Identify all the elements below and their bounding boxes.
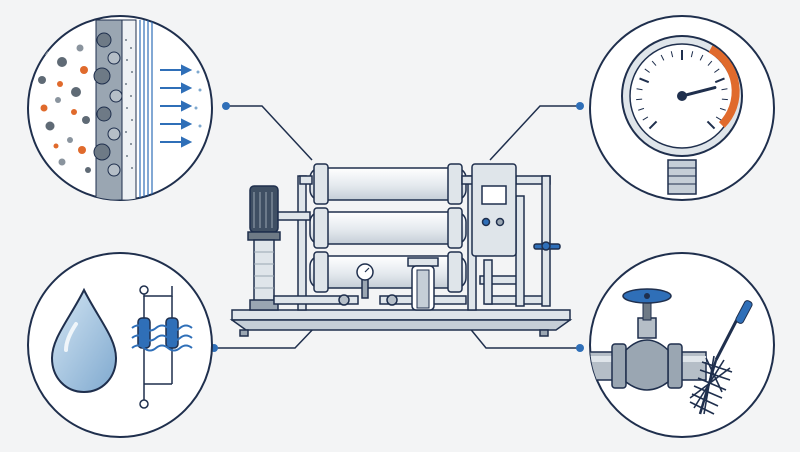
base-frame — [231, 309, 571, 321]
control-panel — [471, 163, 517, 257]
indicator-light-blue — [481, 217, 491, 227]
gauge-tick — [714, 68, 720, 73]
flow-arrows — [160, 64, 193, 148]
cartridge-filter — [407, 257, 439, 311]
wave-lines — [131, 324, 193, 352]
flange-right — [667, 343, 683, 389]
gauge-needle — [680, 86, 717, 98]
gauge-red-zone — [708, 45, 740, 128]
gauge-tick — [706, 120, 716, 130]
membrane-sheets — [139, 20, 153, 200]
membrane-filtration-icon — [27, 15, 213, 201]
water-drop-icon — [50, 287, 118, 394]
water-conductivity-icon — [27, 252, 213, 438]
high-pressure-pump — [247, 185, 281, 311]
valve-and-brush-maintenance-icon — [589, 252, 775, 438]
gauge-tick — [699, 54, 704, 61]
connector-bottom-left — [214, 325, 317, 349]
connector-top-left — [226, 105, 313, 161]
gauge-stem — [667, 159, 697, 195]
pipe-brush-icon — [689, 300, 753, 415]
gauge-tick — [639, 77, 650, 84]
conductivity-sensor-icon — [137, 285, 179, 409]
membrane-housing-3 — [309, 255, 467, 289]
gauge-tick — [648, 120, 658, 130]
reverse-osmosis-system — [229, 163, 573, 337]
gauge-tick — [642, 116, 649, 121]
connector-top-right — [489, 105, 580, 161]
flange-left — [611, 343, 627, 389]
membrane-housing-2 — [309, 211, 467, 245]
gauge-tick — [651, 60, 657, 66]
gauge-tick — [721, 88, 728, 91]
gauge-hub — [677, 91, 687, 101]
gauge-tick — [715, 116, 722, 121]
connector-dot-top-right — [576, 102, 584, 110]
gauge-tick — [719, 107, 726, 111]
control-display — [481, 185, 507, 205]
inline-pressure-gauge — [356, 263, 374, 299]
gauge-tick — [660, 54, 665, 61]
sediment-layer — [93, 19, 123, 200]
valve-body — [625, 339, 669, 391]
connector-dot-top-left — [222, 102, 230, 110]
gauge-tick — [707, 60, 713, 66]
gauge-ticks — [636, 50, 728, 130]
indicator-light-grey — [495, 217, 505, 227]
gauge-tick — [690, 51, 694, 58]
connector-lines — [214, 105, 580, 349]
gauge-tick — [714, 77, 725, 84]
gauge-tick — [636, 88, 643, 91]
gauge-tick — [644, 68, 650, 73]
fine-filter-layer — [121, 19, 137, 200]
membrane-housing-1 — [309, 167, 467, 201]
membrane-housings — [309, 163, 467, 293]
gauge-tick — [638, 107, 645, 111]
pressure-gauge-icon — [589, 15, 775, 201]
connector-bottom-right — [467, 325, 580, 349]
connector-dot-bottom-right — [576, 344, 584, 352]
gauge-tick — [670, 51, 674, 58]
